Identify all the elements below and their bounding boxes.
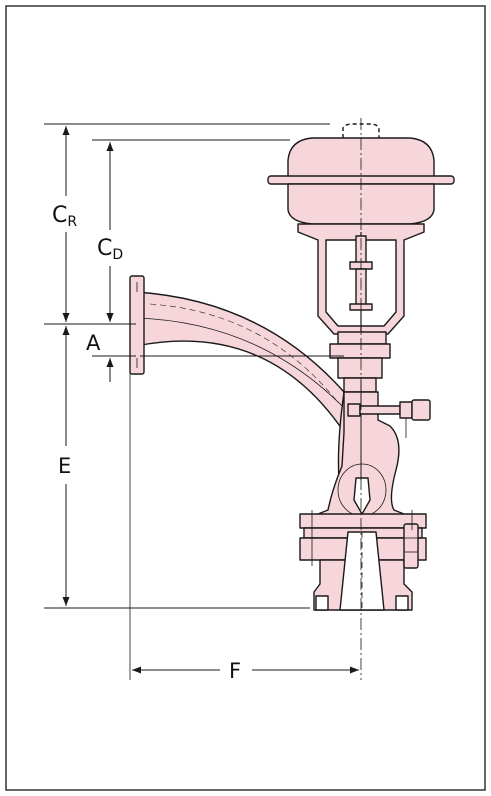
label-f: F — [229, 659, 241, 683]
page-frame — [5, 5, 486, 791]
bonnet — [329, 331, 391, 393]
outlet-flange — [299, 513, 427, 611]
valve-drawing — [129, 123, 455, 611]
label-e: E — [58, 454, 71, 478]
flange-bolts — [311, 510, 413, 566]
side-gland-bolt — [347, 399, 431, 438]
actuator-housing — [267, 123, 455, 225]
extension-lines — [44, 123, 344, 609]
label-a: A — [86, 331, 101, 355]
label-cd: CD — [97, 236, 123, 263]
body-side-bolt — [403, 523, 419, 569]
inlet-flange — [129, 275, 145, 375]
label-cr: CR — [52, 203, 77, 230]
